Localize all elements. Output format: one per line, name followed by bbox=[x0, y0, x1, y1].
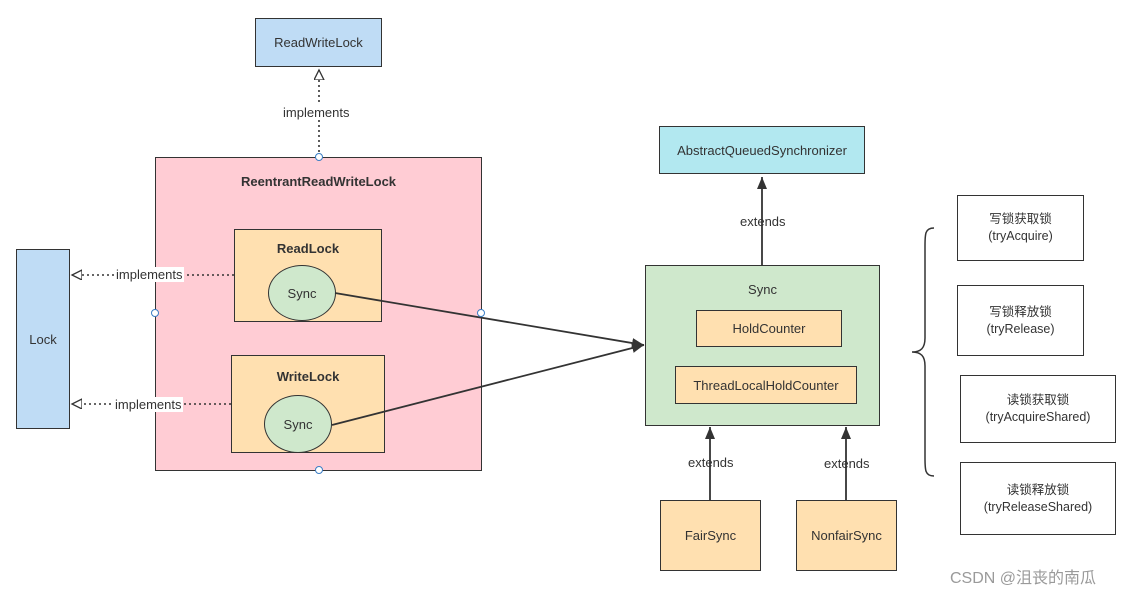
writelock-label: WriteLock bbox=[276, 369, 340, 384]
method-signature: (tryReleaseShared) bbox=[983, 499, 1093, 514]
fairsync-label: FairSync bbox=[684, 528, 737, 543]
implements-label-rwl: implements bbox=[281, 105, 352, 120]
nonfairsync-label: NonfairSync bbox=[811, 528, 882, 543]
readwritelock-label: ReadWriteLock bbox=[274, 35, 363, 50]
method-box-read-release[interactable]: 读锁释放锁 (tryReleaseShared) bbox=[960, 462, 1116, 535]
method-signature: (tryAcquire) bbox=[988, 229, 1053, 243]
holdcounter-label: HoldCounter bbox=[732, 321, 806, 336]
resize-handle-top[interactable] bbox=[315, 153, 323, 161]
implements-label-readlock: implements bbox=[114, 267, 185, 282]
readlock-label: ReadLock bbox=[276, 241, 340, 256]
writelock-sync-label: Sync bbox=[283, 416, 313, 432]
resize-handle-right[interactable] bbox=[477, 309, 485, 317]
reentrantreadwritelock-label: ReentrantReadWriteLock bbox=[240, 174, 397, 189]
method-signature: (tryRelease) bbox=[986, 321, 1055, 336]
readlock-sync-node[interactable]: Sync bbox=[268, 265, 336, 321]
extends-label-fair: extends bbox=[688, 455, 734, 470]
method-signature: (tryAcquireShared) bbox=[985, 410, 1091, 424]
fairsync-node[interactable]: FairSync bbox=[660, 500, 761, 571]
resize-handle-bottom[interactable] bbox=[315, 466, 323, 474]
method-name: 写锁获取锁 bbox=[989, 212, 1052, 226]
holdcounter-node[interactable]: HoldCounter bbox=[696, 310, 842, 347]
watermark: CSDN @沮丧的南瓜 bbox=[950, 570, 1097, 587]
readlock-sync-label: Sync bbox=[287, 285, 317, 301]
threadlocalholdcounter-node[interactable]: ThreadLocalHoldCounter bbox=[675, 366, 857, 404]
method-name: 写锁释放锁 bbox=[989, 304, 1052, 319]
extends-label-aqs: extends bbox=[740, 214, 786, 229]
method-box-write-release[interactable]: 写锁释放锁 (tryRelease) bbox=[957, 285, 1084, 356]
aqs-node[interactable]: AbstractQueuedSynchronizer bbox=[659, 126, 865, 174]
method-box-read-acquire[interactable]: 读锁获取锁 (tryAcquireShared) bbox=[960, 375, 1116, 443]
method-box-write-acquire[interactable]: 写锁获取锁 (tryAcquire) bbox=[957, 195, 1084, 261]
curly-brace bbox=[911, 227, 935, 477]
readwritelock-node[interactable]: ReadWriteLock bbox=[255, 18, 382, 67]
threadlocalholdcounter-label: ThreadLocalHoldCounter bbox=[693, 377, 839, 393]
aqs-label: AbstractQueuedSynchronizer bbox=[677, 142, 847, 158]
lock-node[interactable]: Lock bbox=[16, 249, 70, 429]
resize-handle-left[interactable] bbox=[151, 309, 159, 317]
implements-label-writelock: implements bbox=[113, 397, 184, 412]
extends-label-nonfair: extends bbox=[824, 456, 870, 471]
nonfairsync-node[interactable]: NonfairSync bbox=[796, 500, 897, 571]
method-name: 读锁释放锁 bbox=[1006, 482, 1070, 497]
method-name: 读锁获取锁 bbox=[1006, 393, 1070, 407]
writelock-sync-node[interactable]: Sync bbox=[264, 395, 332, 453]
sync-label: Sync bbox=[748, 282, 777, 297]
lock-label: Lock bbox=[29, 331, 57, 347]
